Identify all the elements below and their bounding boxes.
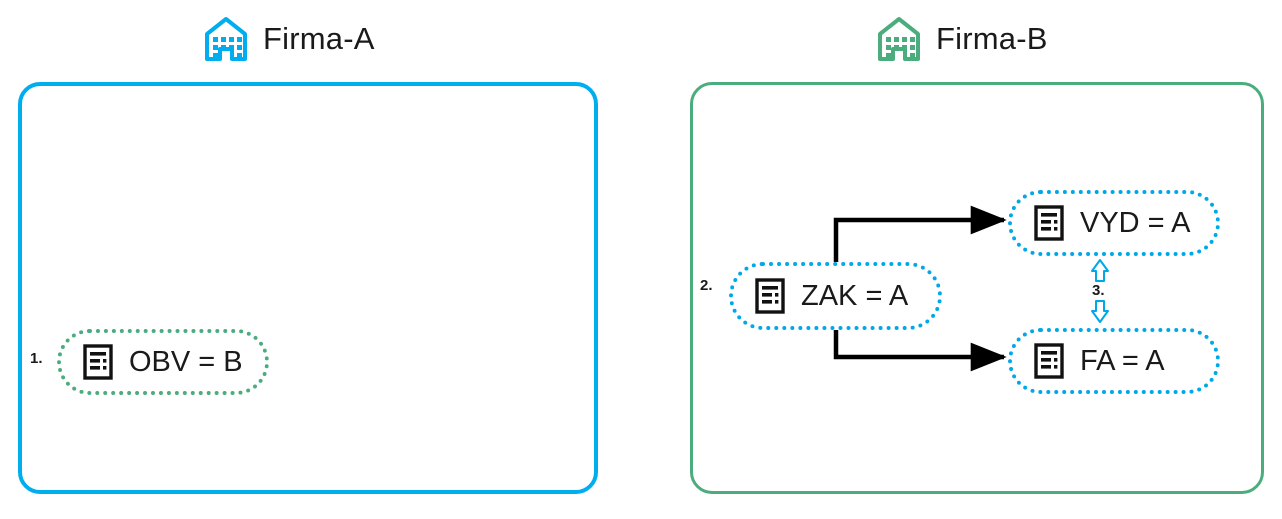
company-title-firma-b: Firma-B — [936, 20, 1048, 56]
building-icon — [878, 17, 920, 61]
step-number-1: 1. — [30, 350, 43, 367]
node-vyd[interactable]: VYD = A — [1008, 190, 1220, 256]
document-icon — [755, 278, 785, 314]
node-label-vyd: VYD = A — [1080, 206, 1191, 239]
building-icon — [205, 17, 247, 61]
node-fa[interactable]: FA = A — [1008, 328, 1220, 394]
step-number-2: 2. — [700, 277, 713, 294]
node-label-fa: FA = A — [1080, 344, 1165, 377]
company-header-firma-a: Firma-A — [203, 14, 375, 62]
document-icon — [1034, 343, 1064, 379]
document-icon — [83, 344, 113, 380]
node-obv[interactable]: OBV = B — [57, 329, 269, 395]
company-title-firma-a: Firma-A — [263, 20, 375, 56]
document-icon — [1034, 205, 1064, 241]
company-header-firma-b: Firma-B — [876, 14, 1048, 62]
node-zak[interactable]: ZAK = A — [729, 262, 942, 330]
panel-firma-b — [690, 82, 1264, 494]
step-number-3: 3. — [1092, 282, 1105, 299]
panel-firma-a — [18, 82, 598, 494]
node-label-obv: OBV = B — [129, 345, 243, 378]
node-label-zak: ZAK = A — [801, 279, 909, 312]
